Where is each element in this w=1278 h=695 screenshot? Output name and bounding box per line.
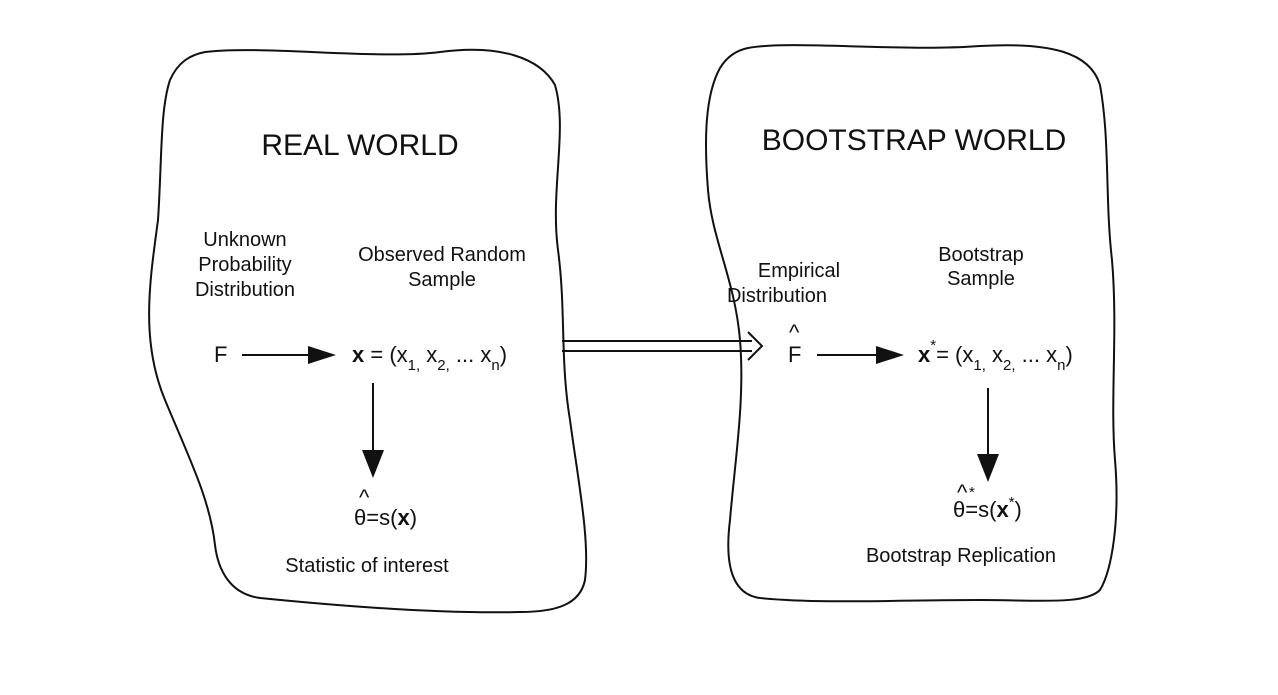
bootstrap-sample-label-line2: Sample [947, 268, 1015, 290]
real-statistic-arrowhead [362, 450, 384, 478]
bootstrap-world-title: BOOTSTRAP WORLD [762, 124, 1066, 157]
real-world-region [148, 48, 588, 614]
real-sub-1: 1, [408, 357, 421, 374]
real-estimate-x: x [397, 505, 410, 530]
bootstrap-estimate: θ=s(x*) [953, 494, 1022, 522]
real-world-caption: Statistic of interest [285, 555, 449, 577]
bootstrap-theta-star: * [969, 484, 975, 501]
real-eq-close: ) [500, 342, 507, 367]
bootstrap-estimate-star: * [1009, 494, 1015, 511]
bootstrap-sub-n: n [1057, 357, 1065, 374]
observed-label-line2: Sample [408, 269, 476, 291]
real-sample-arrowhead [308, 346, 336, 364]
bootstrap-F-symbol: F [788, 342, 801, 367]
real-theta: θ [354, 505, 366, 530]
bootstrap-sample-arrowhead [876, 346, 904, 364]
real-estimate-prefix: =s( [366, 505, 398, 530]
real-sub-n: n [491, 357, 499, 374]
bootstrap-F-hat: ^ [789, 320, 800, 345]
real-x2: x [420, 342, 437, 367]
world-connector-arrowhead [747, 331, 764, 361]
bootstrap-estimate-close: ) [1015, 497, 1022, 522]
empirical-label-line1: Empirical [758, 260, 840, 282]
real-sample-equation: x = (x1, x2, ... xn) [352, 342, 507, 374]
empirical-label-line2: Distribution [727, 285, 827, 307]
real-estimate: θ=s(x) [354, 505, 417, 530]
bootstrap-replication-arrowhead [977, 454, 999, 482]
bootstrap-estimate-x: x [996, 497, 1009, 522]
real-F-symbol: F [214, 342, 227, 367]
bootstrap-eq-close: ) [1065, 342, 1072, 367]
observed-label-line1: Observed Random [358, 244, 526, 266]
bootstrap-sample-label-line1: Bootstrap [938, 244, 1024, 266]
bootstrap-world-caption: Bootstrap Replication [866, 545, 1056, 567]
bootstrap-world-region [705, 44, 1118, 603]
unknown-label-line3: Distribution [195, 279, 295, 301]
unknown-label-line1: Unknown [203, 229, 286, 251]
bootstrap-theta-hat: ^ [957, 480, 968, 505]
bootstrap-x2: x [986, 342, 1003, 367]
bootstrap-theta: θ [953, 497, 965, 522]
real-x-bold: x [352, 342, 365, 367]
real-sub-2: 2, [437, 357, 450, 374]
bootstrap-sample-equation: x*= (x1, x2, ... xn) [918, 337, 1073, 374]
bootstrap-dots-xn: ... x [1016, 342, 1058, 367]
bootstrap-eq-open: = (x [936, 342, 973, 367]
bootstrap-sub-1: 1, [973, 357, 986, 374]
real-estimate-close: ) [410, 505, 417, 530]
real-world-title: REAL WORLD [261, 129, 458, 162]
bootstrap-x-bold: x [918, 342, 931, 367]
bootstrap-sub-2: 2, [1003, 357, 1016, 374]
bootstrap-estimate-prefix: =s( [965, 497, 997, 522]
unknown-label-line2: Probability [198, 254, 291, 276]
real-eq-open: = (x [364, 342, 407, 367]
real-dots-xn: ... x [450, 342, 492, 367]
bootstrap-x-star: * [930, 337, 936, 354]
real-theta-hat: ^ [359, 485, 370, 510]
